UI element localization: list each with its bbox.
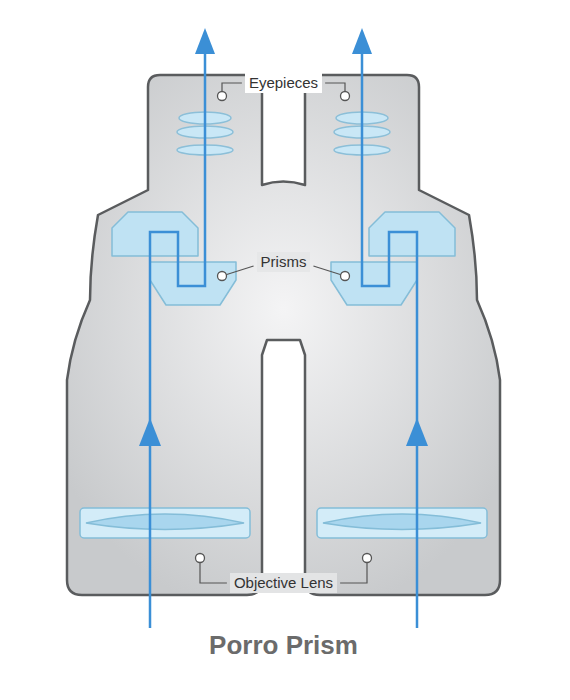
eyepiece-lens <box>177 112 390 155</box>
prism <box>112 212 455 305</box>
light-ray <box>150 48 417 628</box>
leader-dot <box>341 92 350 101</box>
part-label: Prisms <box>257 252 311 272</box>
leader-dot <box>196 554 205 563</box>
leader-lines <box>196 83 372 583</box>
leader-dot <box>363 554 372 563</box>
ray-arrowhead <box>139 28 428 446</box>
leader-line <box>340 558 367 583</box>
part-label: Eyepieces <box>245 73 322 93</box>
leader-dot <box>218 92 227 101</box>
caption: Porro Prism <box>209 630 358 660</box>
binocular-body <box>67 75 500 595</box>
leader-line <box>200 558 227 583</box>
part-label: Objective Lens <box>230 573 337 593</box>
objective-lens <box>80 508 487 538</box>
leader-dot <box>218 272 227 281</box>
leader-dot <box>341 272 350 281</box>
